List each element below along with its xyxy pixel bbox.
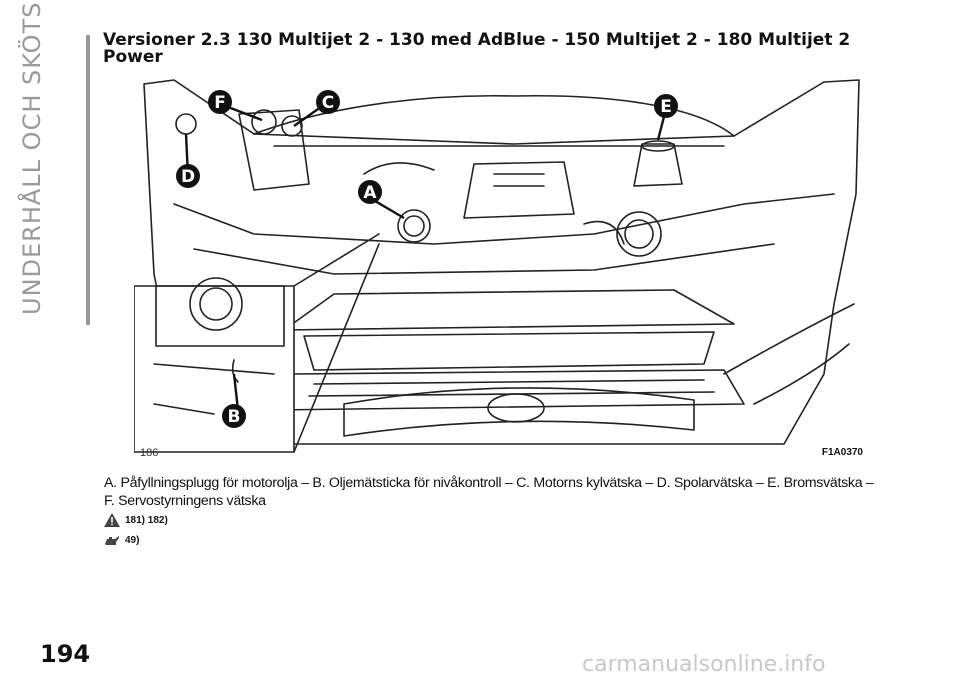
engine-bay-figure: F C D A E B 186 F1A0370 <box>133 74 869 460</box>
callout-b: B <box>222 404 246 428</box>
callout-d: D <box>176 164 200 188</box>
page-number: 194 <box>40 640 91 668</box>
engine-bay-illustration: F C D A E B <box>133 79 860 453</box>
warning-note-text: 181) 182) <box>125 514 168 526</box>
page-title: Versioner 2.3 130 Multijet 2 - 130 med A… <box>103 30 851 67</box>
callout-a: A <box>358 180 382 204</box>
svg-text:B: B <box>228 407 241 427</box>
figure-code: F1A0370 <box>821 447 863 458</box>
section-title: UNDERHÅLL OCH SKÖTSEL <box>18 0 46 315</box>
warning-note: 181) 182) <box>103 512 168 528</box>
svg-text:C: C <box>322 93 334 113</box>
callout-c: C <box>316 90 340 114</box>
oil-note: 49) <box>103 532 139 548</box>
oil-can-icon <box>105 536 119 545</box>
svg-text:E: E <box>660 97 672 117</box>
section-divider <box>86 35 90 325</box>
svg-text:F: F <box>214 93 226 113</box>
watermark: carmanualsonline.info <box>582 652 826 677</box>
svg-text:A: A <box>363 183 377 203</box>
svg-text:D: D <box>181 167 195 187</box>
figure-ref-number: 186 <box>140 447 159 459</box>
callout-f: F <box>208 90 232 114</box>
figure-caption: A. Påfyllningsplugg för motorolja – B. O… <box>104 475 874 509</box>
callout-e: E <box>654 94 678 118</box>
oil-note-text: 49) <box>125 534 140 546</box>
section-tab <box>60 35 82 330</box>
warning-triangle-icon <box>104 513 120 527</box>
